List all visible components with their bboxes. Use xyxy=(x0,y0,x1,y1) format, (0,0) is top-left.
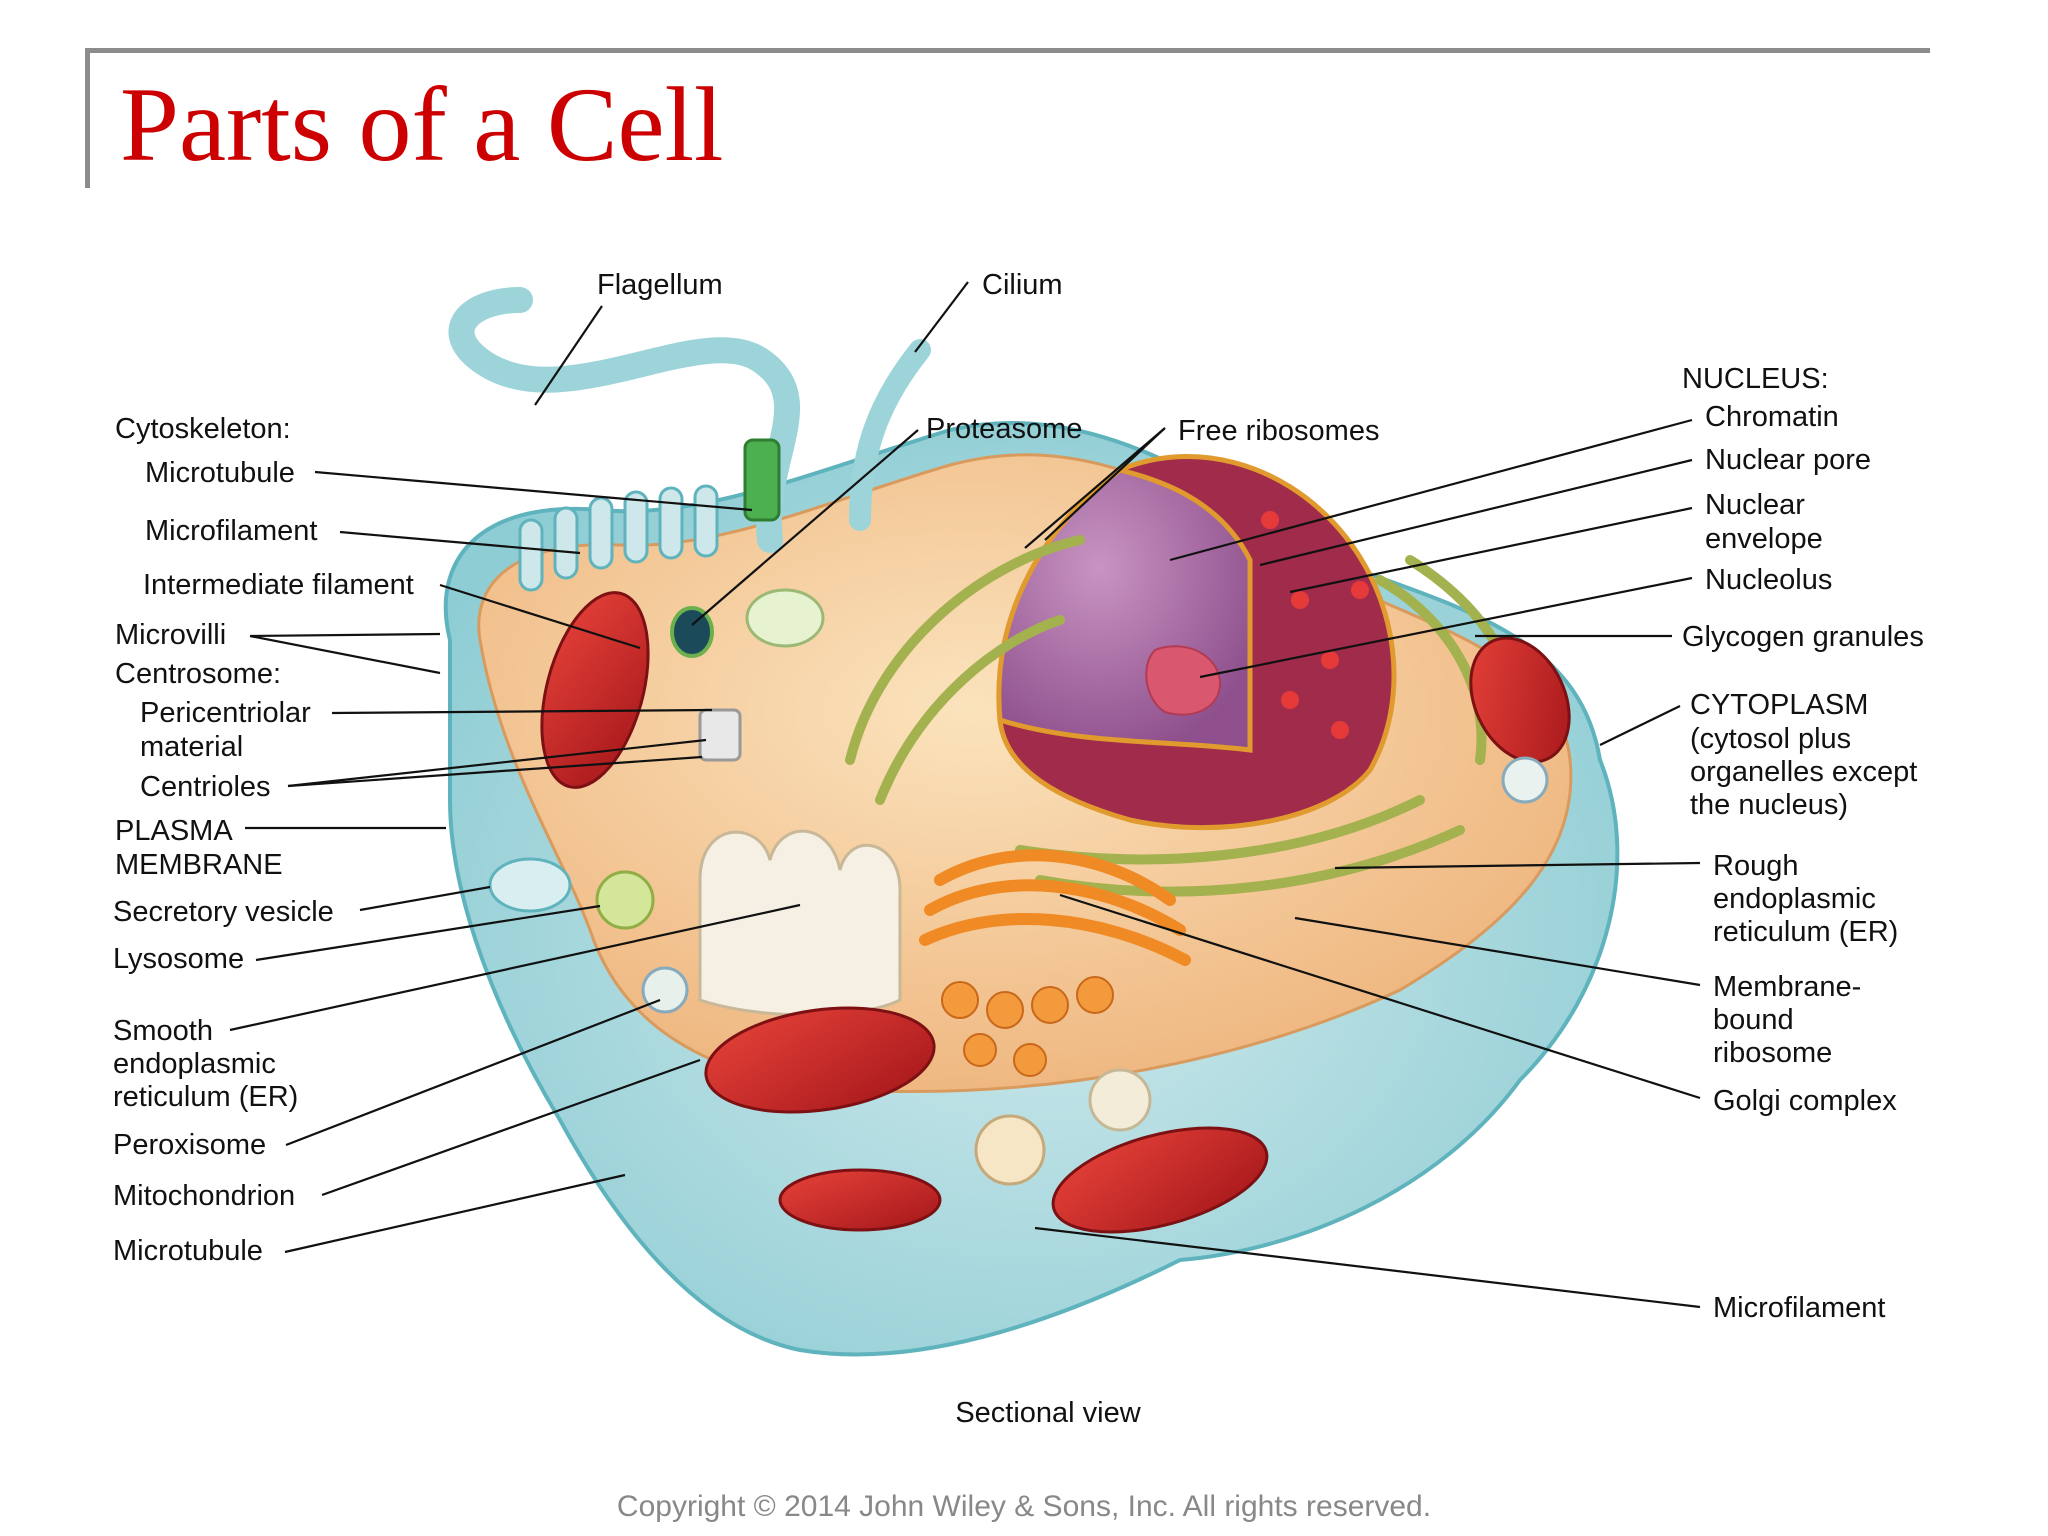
secretory-vesicle-shape xyxy=(488,857,572,913)
flagellum-shape xyxy=(448,287,800,553)
golgi-shape xyxy=(919,849,1191,966)
label-microvilli: Microvilli xyxy=(115,619,226,651)
label-cytoskeleton: Cytoskeleton: xyxy=(115,413,291,445)
label-nuclear-envelope-1: Nuclear xyxy=(1705,489,1805,521)
label-cytoplasm-4: the nucleus) xyxy=(1690,789,1848,821)
label-microtubule-bottom: Microtubule xyxy=(113,1235,263,1267)
mitochondrion-shape xyxy=(704,1006,936,1114)
label-cilium: Cilium xyxy=(982,269,1063,301)
proteasome-shape xyxy=(670,606,714,658)
label-free-ribosomes: Free ribosomes xyxy=(1178,415,1379,447)
title-left-rule xyxy=(85,48,90,188)
label-membrane-ribosome-3: ribosome xyxy=(1713,1037,1832,1069)
label-nucleus: NUCLEUS: xyxy=(1682,363,1829,395)
label-membrane-ribosome-2: bound xyxy=(1713,1004,1794,1036)
label-glycogen: Glycogen granules xyxy=(1682,621,1924,653)
label-cytoplasm-2: (cytosol plus xyxy=(1690,723,1851,755)
nucleolus-shape xyxy=(1145,645,1222,716)
label-microfilament-bottom: Microfilament xyxy=(1713,1292,1885,1324)
label-pericentriolar-1: Pericentriolar xyxy=(140,697,311,729)
leader-lines xyxy=(229,281,1701,1309)
label-intermediate-filament: Intermediate filament xyxy=(143,569,414,601)
label-smooth-er-3: reticulum (ER) xyxy=(113,1081,298,1113)
copyright-notice: Copyright © 2014 John Wiley & Sons, Inc.… xyxy=(616,1490,1432,1523)
label-microtubule-top: Microtubule xyxy=(145,457,295,489)
microvilli-shape xyxy=(518,484,719,592)
diagram-caption: Sectional view xyxy=(955,1397,1141,1429)
label-cytoplasm-1: CYTOPLASM xyxy=(1690,689,1868,721)
diagram-labels: Flagellum Cilium Proteasome Free ribosom… xyxy=(113,269,1924,1429)
label-pericentriolar-2: material xyxy=(140,731,243,763)
label-proteasome: Proteasome xyxy=(926,413,1082,445)
label-microfilament-top: Microfilament xyxy=(145,515,317,547)
label-nuclear-pore: Nuclear pore xyxy=(1705,444,1871,476)
label-nucleolus: Nucleolus xyxy=(1705,564,1832,596)
label-golgi: Golgi complex xyxy=(1713,1085,1897,1117)
cilium-shape xyxy=(849,339,931,531)
label-smooth-er-1: Smooth xyxy=(113,1015,213,1047)
label-secretory-vesicle: Secretory vesicle xyxy=(113,896,334,928)
label-flagellum: Flagellum xyxy=(597,269,723,301)
basal-body-shape xyxy=(743,438,781,522)
peroxisome-shape xyxy=(641,966,689,1014)
lysosome-shape xyxy=(595,870,655,930)
label-centrioles: Centrioles xyxy=(140,771,271,803)
label-nuclear-envelope-2: envelope xyxy=(1705,523,1823,555)
label-chromatin: Chromatin xyxy=(1705,401,1839,433)
label-rough-er-1: Rough xyxy=(1713,850,1798,882)
label-lysosome: Lysosome xyxy=(113,943,244,975)
label-rough-er-3: reticulum (ER) xyxy=(1713,916,1898,948)
label-centrosome: Centrosome: xyxy=(115,658,281,690)
smooth-er-shape xyxy=(698,829,902,1017)
label-membrane-ribosome-1: Membrane- xyxy=(1713,971,1861,1003)
slide-title: Parts of a Cell xyxy=(120,66,724,183)
centrioles-shape xyxy=(698,708,742,762)
label-plasma-membrane-1: PLASMA xyxy=(115,815,233,847)
label-smooth-er-2: endoplasmic xyxy=(113,1048,276,1080)
label-rough-er-2: endoplasmic xyxy=(1713,883,1876,915)
cell-illustration xyxy=(443,287,1620,1357)
label-cytoplasm-3: organelles except xyxy=(1690,756,1917,788)
label-peroxisome: Peroxisome xyxy=(113,1129,266,1161)
label-plasma-membrane-2: MEMBRANE xyxy=(115,849,283,881)
title-top-rule xyxy=(85,48,1930,53)
label-mitochondrion: Mitochondrion xyxy=(113,1180,295,1212)
